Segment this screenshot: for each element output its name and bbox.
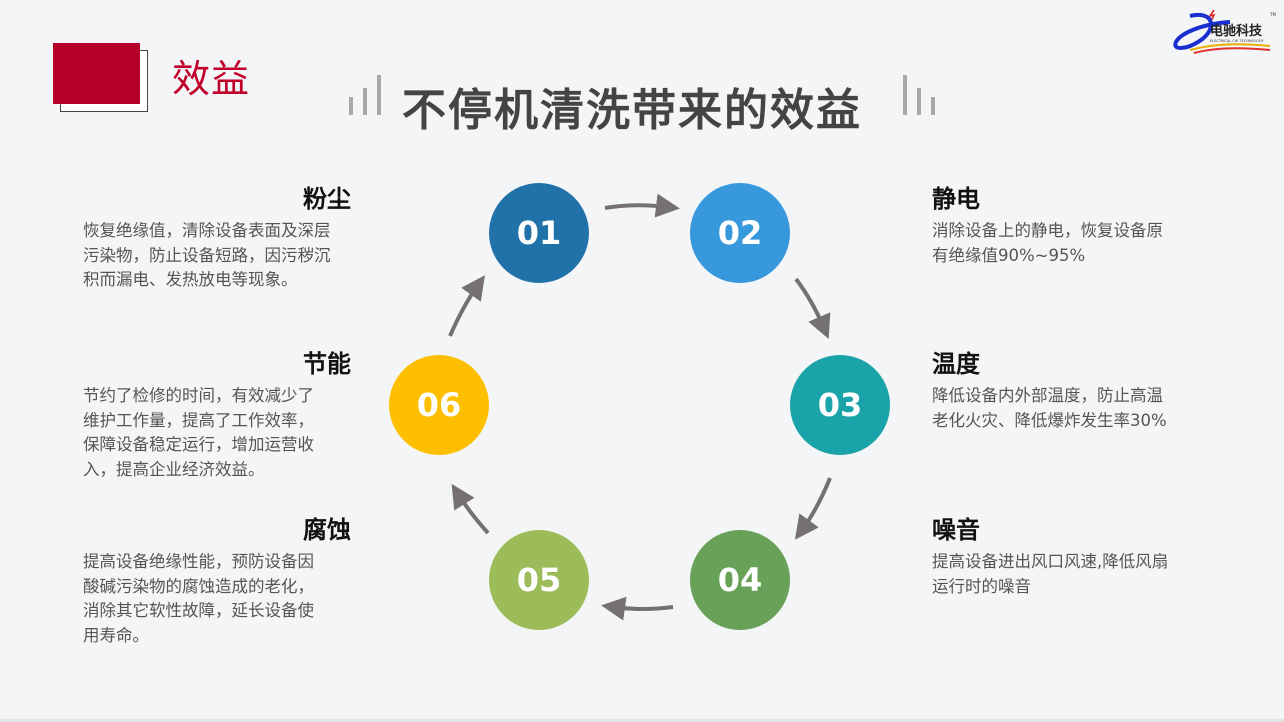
benefit-text: 污染物，防止设备短路，因污秽沉 — [83, 245, 331, 265]
arrow-04-05 — [601, 596, 674, 621]
step-number: 02 — [717, 214, 763, 252]
title-deco-bar — [903, 75, 907, 115]
benefit-title: 静电 — [932, 185, 980, 213]
slide-bottom-edge — [0, 719, 1284, 722]
step-number: 01 — [516, 214, 562, 252]
benefit-text: 入，提高企业经济效益。 — [83, 459, 265, 479]
benefit-static: 静电 消除设备上的静电，恢复设备原 有绝缘值90%~95% — [932, 183, 1202, 268]
step-circle-04: 04 — [690, 530, 790, 630]
benefit-text: 消除其它软性故障，延长设备使 — [83, 601, 314, 620]
step-circle-03: 03 — [790, 355, 890, 455]
benefit-text: 提高设备进出风口风速,降低风扇 — [932, 552, 1169, 571]
title-deco-bar — [349, 97, 353, 115]
arrow-05-06 — [451, 483, 490, 535]
title-deco-bar — [931, 97, 935, 115]
section-label: 效益 — [172, 57, 251, 101]
step-circle-01: 01 — [489, 183, 589, 283]
title-deco-bar — [917, 88, 921, 115]
arrow-06-01 — [448, 275, 485, 337]
benefit-temperature: 温度 降低设备内外部温度，防止高温 老化火灾、降低爆炸发生率30% — [932, 348, 1202, 433]
benefit-text: 老化火灾、降低爆炸发生率30% — [932, 410, 1167, 430]
benefit-text: 提高设备绝缘性能，预防设备因 — [83, 552, 314, 571]
benefit-text: 维护工作量，提高了工作效率， — [83, 410, 314, 430]
step-circle-05: 05 — [489, 530, 589, 630]
benefit-title: 腐蚀 — [303, 516, 351, 544]
step-circle-02: 02 — [690, 183, 790, 283]
page-title: 不停机清洗带来的效益 — [402, 85, 862, 136]
section-marker-block — [53, 43, 140, 104]
step-number: 05 — [516, 561, 562, 599]
benefit-noise: 噪音 提高设备进出风口风速,降低风扇 运行时的噪音 — [932, 514, 1202, 599]
step-number: 03 — [817, 386, 863, 424]
step-number: 04 — [717, 561, 763, 599]
benefit-text: 用寿命。 — [83, 625, 149, 645]
benefit-title: 节能 — [303, 350, 351, 378]
benefit-corrosion: 腐蚀 提高设备绝缘性能，预防设备因 酸碱污染物的腐蚀造成的老化， 消除其它软性故… — [83, 514, 353, 648]
benefit-title: 噪音 — [932, 516, 980, 544]
svg-text:ELECTRICAL CHI TECHNOLOGY: ELECTRICAL CHI TECHNOLOGY — [1210, 39, 1264, 43]
benefit-text: 恢复绝缘值，清除设备表面及深层 — [83, 221, 331, 240]
benefit-text: 积而漏电、发热放电等现象。 — [83, 270, 298, 289]
benefit-title: 温度 — [932, 350, 980, 378]
arrow-02-03 — [794, 277, 831, 340]
benefit-text: 消除设备上的静电，恢复设备原 — [932, 221, 1163, 240]
arrow-03-04 — [794, 477, 832, 540]
benefit-text: 保障设备稳定运行，增加运营收 — [83, 435, 314, 454]
svg-text:TM: TM — [1269, 12, 1276, 17]
benefit-text: 酸碱污染物的腐蚀造成的老化， — [83, 576, 314, 596]
benefit-text: 运行时的噪音 — [932, 576, 1031, 596]
benefit-title: 粉尘 — [303, 185, 351, 213]
svg-text:电驰科技: 电驰科技 — [1210, 23, 1263, 39]
company-logo: 电驰科技 ELECTRICAL CHI TECHNOLOGY TM — [1173, 9, 1276, 54]
benefit-text: 节约了检修的时间，有效减少了 — [83, 386, 314, 405]
step-number: 06 — [416, 386, 462, 424]
benefit-text: 降低设备内外部温度，防止高温 — [932, 386, 1163, 405]
arrow-01-02 — [604, 193, 680, 218]
title-deco-bar — [377, 75, 381, 115]
step-circle-06: 06 — [389, 355, 489, 455]
benefit-dust: 粉尘 恢复绝缘值，清除设备表面及深层 污染物，防止设备短路，因污秽沉 积而漏电、… — [83, 183, 353, 293]
title-deco-bar — [363, 88, 367, 115]
benefit-energy: 节能 节约了检修的时间，有效减少了 维护工作量，提高了工作效率， 保障设备稳定运… — [83, 348, 353, 482]
benefit-text: 有绝缘值90%~95% — [932, 245, 1086, 265]
